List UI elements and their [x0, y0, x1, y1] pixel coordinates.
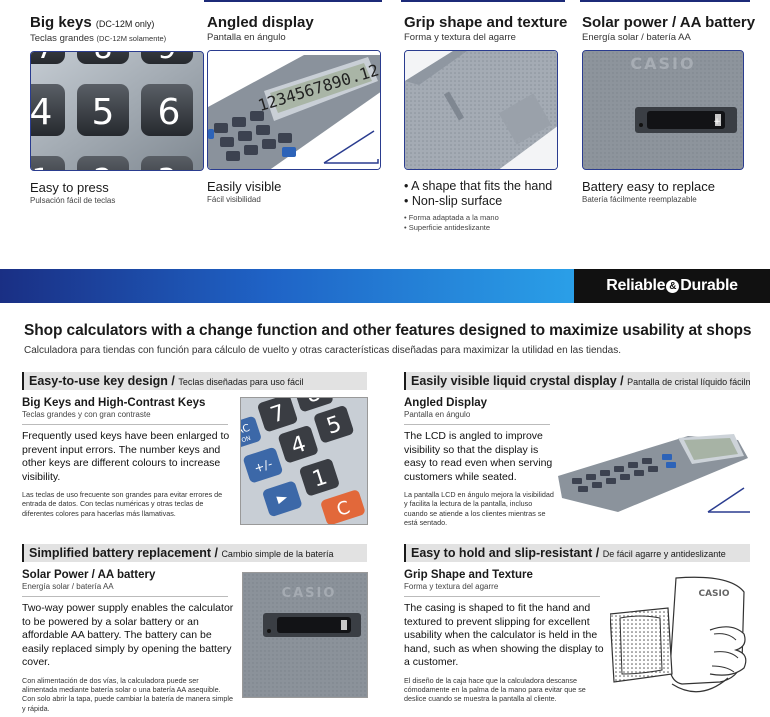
block-body-es: Las teclas de uso frecuente son grandes … [22, 490, 223, 518]
high-contrast-keys-photo: AC ON 7 8 +/- 4 5 1 C [240, 397, 368, 525]
hand-grip-illustration: CASIO [610, 574, 750, 702]
angled-display-photo: 1234567890.12 [207, 50, 381, 170]
block-body-es: El diseño de la caja hace que la calcula… [404, 675, 586, 704]
feature-title: Big keys (DC-12M only) [30, 14, 155, 31]
key-7-label: 7 [35, 52, 54, 66]
key-c-label: C [334, 497, 352, 521]
ampersand-badge: & [666, 280, 680, 293]
block-title-es: Pantalla en ángulo [404, 410, 471, 419]
feature-caption-es: Batería fácilmente reemplazable [582, 195, 697, 204]
block-body: Two-way power supply enables the calcula… [22, 602, 234, 668]
key-9-label: 9 [157, 52, 176, 66]
feature-title-es: Forma y textura del agarre [404, 32, 516, 43]
shop-section-title: Shop calculators with a change function … [24, 322, 752, 339]
feature-caption: Easy to press [30, 180, 109, 195]
block-key-design: Easy-to-use key design / Teclas diseñada… [22, 372, 368, 532]
divider [22, 424, 228, 425]
feature-title: Angled display [207, 14, 314, 31]
casio-logo: CASIO [630, 54, 695, 73]
feature-caption: Battery easy to replace [582, 179, 715, 194]
battery-compartment-illustration: CASIO [243, 573, 367, 697]
battery-illustration: CASIO + [583, 51, 743, 169]
feature-big-keys: Big keys (DC-12M only) Teclas grandes (D… [30, 14, 206, 206]
block-title: Big Keys and High-Contrast Keys [22, 397, 206, 409]
angled-calculator-illustration [558, 434, 750, 513]
shop-section-subtitle: Calculadora para tiendas con función par… [24, 345, 621, 356]
svg-text:+: + [713, 117, 721, 127]
key-ac-label: AC [241, 423, 251, 438]
feature-solar-battery: Solar power / AA battery Energía solar /… [582, 14, 758, 205]
block-body-es: La pantalla LCD en ángulo mejora la visi… [404, 490, 554, 528]
key-4-label: 4 [31, 92, 52, 133]
reliable-durable-label: Reliable&Durable [574, 269, 770, 303]
key-on-label: ON [241, 435, 252, 445]
key-plus-minus-label: +/- [252, 457, 274, 476]
solar-battery-photo: CASIO + [582, 50, 744, 170]
key-6-label: 6 [158, 92, 181, 133]
block-title: Solar Power / AA battery [22, 569, 156, 581]
bullet-item-es: • Forma adaptada a la mano [404, 213, 499, 222]
casio-logo: CASIO [282, 586, 337, 601]
feature-title: Grip shape and texture [404, 14, 568, 31]
key-2-label: 2 [93, 163, 112, 171]
bullet-item: • A shape that fits the hand [404, 179, 553, 193]
key-5-label: 5 [92, 92, 115, 133]
feature-title-es: Pantalla en ángulo [207, 32, 286, 43]
block-body: The LCD is angled to improve visibility … [404, 430, 553, 483]
divider [404, 424, 550, 425]
angled-display-photo [558, 416, 750, 516]
key-8-label: 8 [93, 52, 112, 66]
casio-logo: CASIO [698, 589, 729, 599]
divider [404, 596, 600, 597]
bullet-item: • Non-slip surface [404, 194, 503, 208]
block-header: Easily visible liquid crystal display / … [404, 372, 750, 390]
big-keys-photo: 7 8 9 4 5 6 1 2 3 [30, 51, 204, 171]
block-title-es: Teclas grandes y con gran contraste [22, 410, 151, 419]
block-body-es: Con alimentación de dos vías, la calcula… [22, 675, 233, 713]
feature-caption-es: Fácil visibilidad [207, 195, 261, 204]
key-1-label: 1 [31, 163, 50, 171]
block-body: Frequently used keys have been enlarged … [22, 430, 230, 483]
top-rule [0, 0, 770, 3]
big-keys-illustration: 7 8 9 4 5 6 1 2 3 [31, 52, 203, 171]
feature-grip-shape: Grip shape and texture Forma y textura d… [404, 14, 580, 233]
block-battery-replacement: Simplified battery replacement / Cambio … [22, 544, 368, 713]
block-lcd-display: Easily visible liquid crystal display / … [404, 372, 750, 532]
feature-caption-es: Pulsación fácil de teclas [30, 196, 116, 205]
reliable-durable-banner: Reliable&Durable [0, 269, 770, 303]
key-3-label: 3 [157, 163, 176, 171]
feature-angled-display: Angled display Pantalla en ángulo 123456… [207, 14, 383, 205]
block-header: Simplified battery replacement / Cambio … [22, 544, 367, 562]
feature-title: Solar power / AA battery [582, 14, 756, 31]
bullet-item-es: • Superficie antideslizante [404, 223, 491, 232]
block-title-es: Forma y textura del agarre [404, 582, 499, 591]
grip-shape-photo [404, 50, 558, 170]
keys-illustration: AC ON 7 8 +/- 4 5 1 C [241, 398, 367, 524]
block-header: Easy to hold and slip-resistant / De fác… [404, 544, 750, 562]
hand-grip-drawing: CASIO [610, 576, 747, 693]
feature-title-es: Energía solar / batería AA [582, 32, 691, 43]
block-title: Angled Display [404, 397, 488, 409]
battery-compartment-photo: CASIO [242, 572, 368, 698]
feature-caption: Easily visible [207, 179, 282, 194]
block-slip-resistant: Easy to hold and slip-resistant / De fác… [404, 544, 750, 704]
block-title: Grip Shape and Texture [404, 569, 533, 581]
block-body: The casing is shaped to fit the hand and… [404, 602, 604, 668]
block-title-es: Energía solar / batería AA [22, 582, 114, 591]
block-header: Easy-to-use key design / Teclas diseñada… [22, 372, 367, 390]
angled-display-illustration: 1234567890.12 [208, 51, 380, 169]
divider [22, 596, 228, 597]
grip-illustration [405, 51, 557, 169]
feature-title-es: Teclas grandes (DC-12M solamente) [30, 33, 167, 44]
key-8-label: 8 [303, 398, 324, 409]
